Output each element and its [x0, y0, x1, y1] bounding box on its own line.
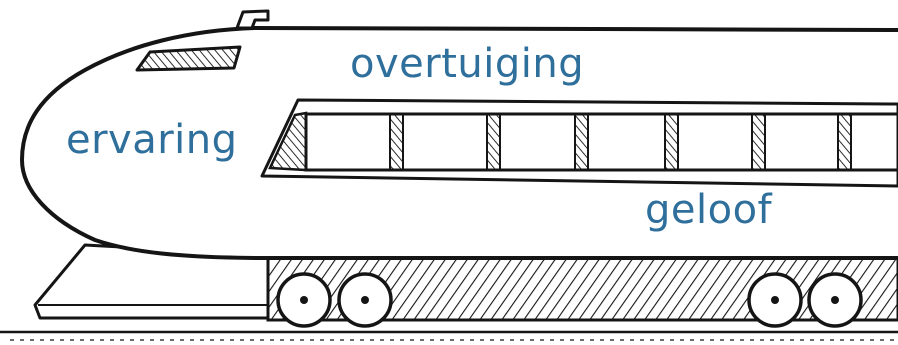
cab-window: [137, 47, 240, 70]
label-geloof: geloof: [645, 190, 772, 230]
wheel-hub: [831, 296, 839, 304]
roof-vent: [237, 11, 268, 28]
wheel-hub: [361, 296, 369, 304]
wheel-hub: [300, 296, 308, 304]
label-overtuiging: overtuiging: [350, 44, 584, 84]
window-pillar: [390, 114, 403, 170]
window-pillar: [487, 114, 500, 170]
wheel-hub: [771, 296, 779, 304]
window-pillar: [838, 114, 851, 170]
window-pillar: [575, 114, 588, 170]
window-pillar: [665, 114, 678, 170]
window-pillar: [752, 114, 765, 170]
label-ervaring: ervaring: [66, 120, 238, 160]
